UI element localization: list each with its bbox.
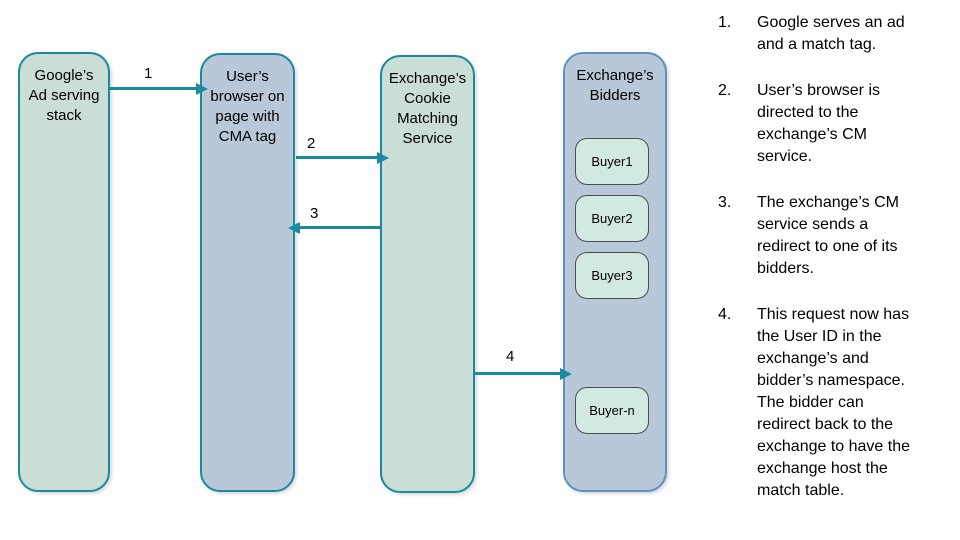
node-browser-label: User’s browser on page with CMA tag (210, 68, 285, 145)
arrow-3-cms-to-browser (288, 221, 380, 234)
node-exchange-bidders: Exchange’s Bidders Buyer1 Buyer2 Buyer3 … (563, 52, 667, 492)
step-number: 2. (718, 82, 732, 99)
step-item-4: 4. This request now has the User ID in t… (718, 304, 952, 502)
arrow-4-cms-to-bidders (473, 367, 572, 380)
buyer1-box: Buyer1 (575, 138, 649, 185)
step-text: User’s browser is directed to the exchan… (757, 82, 880, 165)
arrow-right-icon (196, 82, 208, 95)
buyer3-box: Buyer3 (575, 252, 649, 299)
step-text: This request now has the User ID in the … (757, 306, 911, 499)
step-number: 1. (718, 14, 732, 31)
node-cookie-matching-service: Exchange’s Cookie Matching Service (380, 55, 475, 493)
arrow-3-label: 3 (310, 205, 319, 222)
step-item-1: 1. Google serves an ad and a match tag. (718, 12, 952, 56)
arrow-right-icon (377, 151, 389, 164)
arrow-right-icon (560, 367, 572, 380)
node-bidders-label: Exchange’s Bidders (576, 67, 654, 104)
step-text: The exchange’s CM service sends a redire… (757, 194, 899, 277)
node-google-ad-serving-stack: Google’s Ad serving stack (18, 52, 110, 492)
step-number: 4. (718, 306, 732, 323)
node-cms-label: Exchange’s Cookie Matching Service (388, 70, 467, 147)
step-item-3: 3. The exchange’s CM service sends a red… (718, 192, 952, 280)
arrow-1-label: 1 (144, 65, 153, 82)
arrow-2-label: 2 (307, 135, 316, 152)
arrow-1-google-to-browser (110, 82, 208, 95)
node-google-label: Google’s Ad serving stack (28, 67, 100, 124)
node-user-browser: User’s browser on page with CMA tag (200, 53, 295, 492)
step-number: 3. (718, 194, 732, 211)
arrow-left-icon (288, 221, 300, 234)
steps-list: 1. Google serves an ad and a match tag. … (718, 12, 952, 526)
buyer-n-box: Buyer-n (575, 387, 649, 434)
arrow-4-label: 4 (506, 348, 515, 365)
buyer2-box: Buyer2 (575, 195, 649, 242)
step-item-2: 2. User’s browser is directed to the exc… (718, 80, 952, 168)
step-text: Google serves an ad and a match tag. (757, 14, 905, 53)
arrow-2-browser-to-cms (296, 151, 389, 164)
